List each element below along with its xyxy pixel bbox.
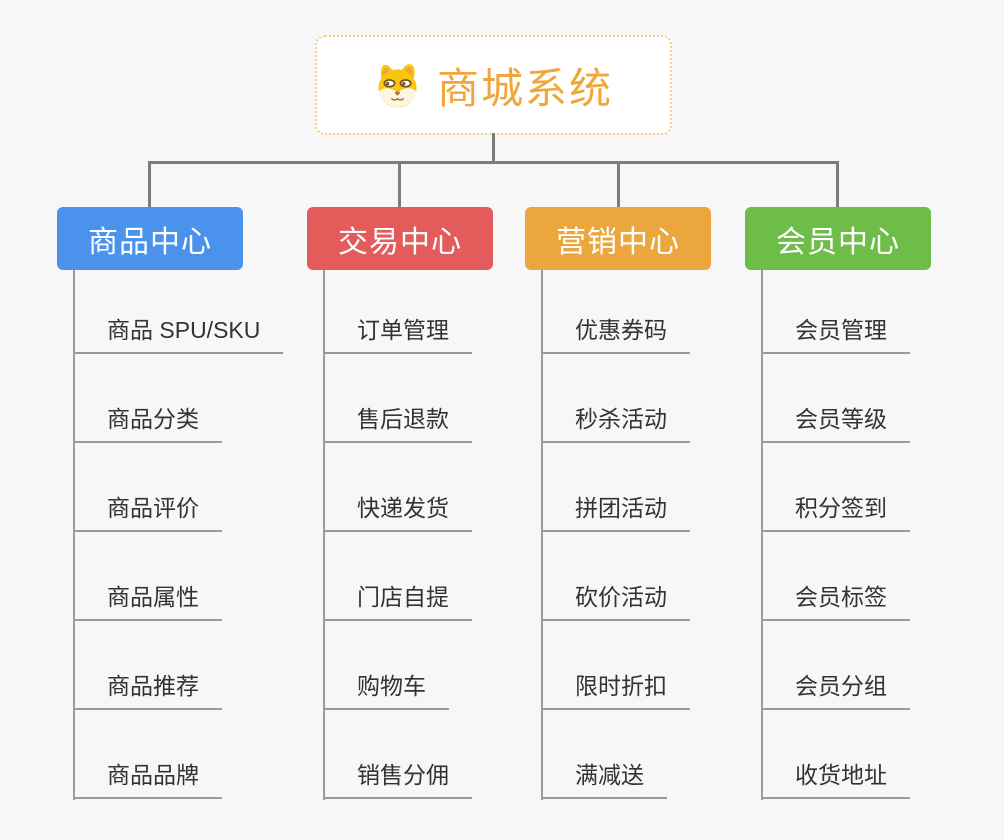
branch-trunk-line — [541, 270, 543, 800]
leaf-node[interactable]: 商品属性 — [73, 573, 222, 621]
leaf-node[interactable]: 会员等级 — [761, 395, 910, 443]
branch-node-member-center[interactable]: 会员中心 — [745, 207, 931, 270]
branch-trunk-line — [73, 270, 75, 800]
leaf-node[interactable]: 商品推荐 — [73, 662, 222, 710]
connector-horizontal-bus — [148, 161, 839, 164]
leaf-node[interactable]: 商品 SPU/SKU — [73, 306, 284, 354]
root-node[interactable]: 商城系统 — [315, 35, 672, 135]
leaf-node[interactable]: 商品品牌 — [73, 751, 222, 799]
leaf-node[interactable]: 销售分佣 — [323, 751, 472, 799]
connector-drop-product — [148, 161, 151, 210]
leaf-node[interactable]: 满减送 — [541, 751, 667, 799]
leaf-node[interactable]: 会员管理 — [761, 306, 910, 354]
connector-drop-marketing — [617, 161, 620, 210]
leaf-node[interactable]: 购物车 — [323, 662, 449, 710]
branch-marketing-center: 营销中心 优惠券码 秒杀活动 拼团活动 砍价活动 限时折扣 满减送 — [525, 207, 711, 807]
leaf-node[interactable]: 拼团活动 — [541, 484, 690, 532]
leaf-node[interactable]: 收货地址 — [761, 751, 910, 799]
leaf-node[interactable]: 快递发货 — [323, 484, 472, 532]
leaf-node[interactable]: 会员标签 — [761, 573, 910, 621]
leaf-node[interactable]: 订单管理 — [323, 306, 472, 354]
branch-node-trade-center[interactable]: 交易中心 — [307, 207, 493, 270]
branch-trunk-line — [323, 270, 325, 800]
leaf-node[interactable]: 限时折扣 — [541, 662, 690, 710]
leaf-node[interactable]: 商品分类 — [73, 395, 222, 443]
branch-product-center: 商品中心 商品 SPU/SKU 商品分类 商品评价 商品属性 商品推荐 商品品牌 — [57, 207, 284, 807]
connector-root-stub — [492, 133, 495, 163]
dog-face-icon — [378, 63, 417, 108]
branch-member-center: 会员中心 会员管理 会员等级 积分签到 会员标签 会员分组 收货地址 — [745, 207, 931, 807]
leaf-node[interactable]: 优惠券码 — [541, 306, 690, 354]
leaf-node[interactable]: 秒杀活动 — [541, 395, 690, 443]
branch-trade-center: 交易中心 订单管理 售后退款 快递发货 门店自提 购物车 销售分佣 — [307, 207, 493, 807]
leaf-node[interactable]: 砍价活动 — [541, 573, 690, 621]
root-title: 商城系统 — [436, 64, 613, 112]
leaf-node[interactable]: 门店自提 — [323, 573, 472, 621]
branch-trunk-line — [761, 270, 763, 800]
leaf-node[interactable]: 积分签到 — [761, 484, 910, 532]
connector-drop-trade — [398, 161, 401, 210]
leaf-node[interactable]: 会员分组 — [761, 662, 910, 710]
leaf-node[interactable]: 商品评价 — [73, 484, 222, 532]
branch-node-marketing-center[interactable]: 营销中心 — [525, 207, 711, 270]
leaf-node[interactable]: 售后退款 — [323, 395, 472, 443]
branch-node-product-center[interactable]: 商品中心 — [57, 207, 243, 270]
connector-drop-member — [836, 161, 839, 210]
